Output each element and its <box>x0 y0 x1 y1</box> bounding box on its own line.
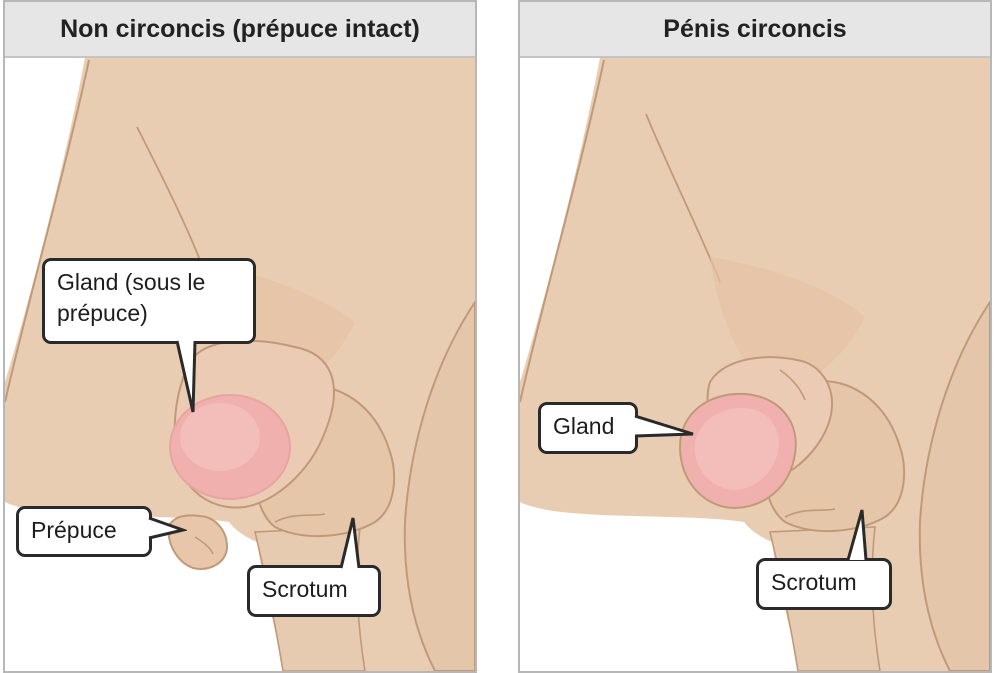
right-thigh <box>918 300 990 671</box>
callout-scrotum-text: Scrotum <box>262 576 348 602</box>
callout-prepuce-text: Prépuce <box>31 517 117 543</box>
callout-scrotum: Scrotum <box>756 558 892 610</box>
scrotum-fold <box>784 508 836 518</box>
uncircumcised-illustration <box>5 58 475 671</box>
callout-scrotum: Scrotum <box>247 565 381 617</box>
callout-gland: Gland (sous le prépuce) <box>42 258 256 344</box>
callout-gland-text: Gland <box>553 413 615 439</box>
callout-gland-line2: prépuce) <box>57 300 148 326</box>
callout-prepuce: Prépuce <box>16 506 152 557</box>
callout-gland: Gland <box>538 402 638 454</box>
callout-prepuce-pointer <box>147 516 187 540</box>
panel-title: Pénis circoncis <box>520 2 990 58</box>
callout-gland-pointer <box>175 338 197 413</box>
panel-uncircumcised: Non circoncis (prépuce intact) Gland (so… <box>3 0 477 673</box>
circumcised-illustration <box>520 58 990 671</box>
right-thigh <box>403 300 475 671</box>
body-outline-left <box>520 59 605 403</box>
callout-gland-line1: Gland (sous le <box>57 269 206 295</box>
foreskin-fold <box>194 536 214 555</box>
panel-title: Non circoncis (prépuce intact) <box>5 2 475 58</box>
shaft-ridge <box>779 369 806 401</box>
panel-circumcised: Pénis circoncis Gland Scrotum <box>518 0 992 673</box>
callout-scrotum-text: Scrotum <box>771 569 857 595</box>
callout-gland-pointer <box>633 414 694 438</box>
callout-scrotum-pointer <box>339 517 361 569</box>
body-outline-left <box>5 59 90 403</box>
callout-scrotum-pointer <box>846 509 868 561</box>
glans-highlight <box>694 407 779 490</box>
scrotum-fold <box>274 513 326 523</box>
glans-highlight <box>180 403 260 471</box>
